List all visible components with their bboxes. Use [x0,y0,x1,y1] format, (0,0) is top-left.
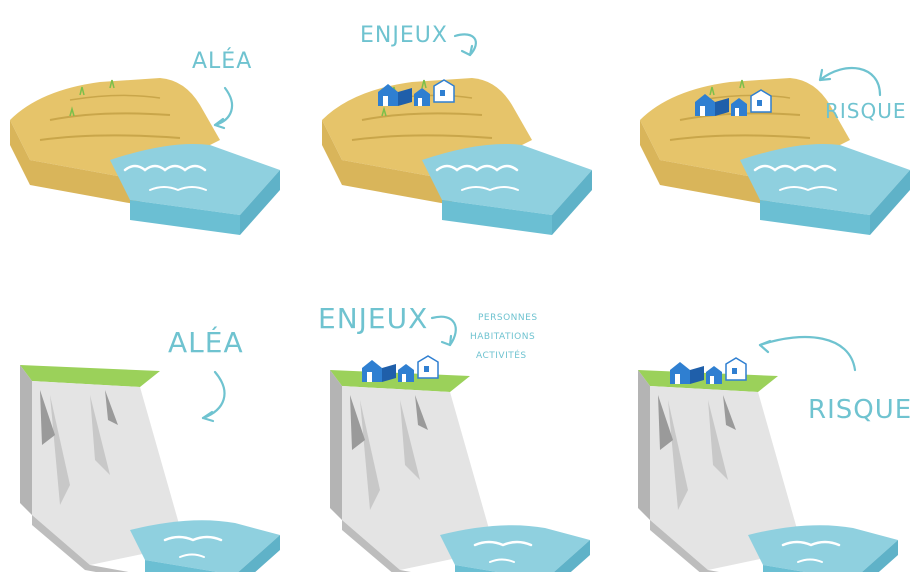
top-panel-1-label: ALÉA [192,48,252,74]
bottom-panel-2-items: PERSONNES HABITATIONS ACTIVITÉS [470,313,538,361]
bottom-panel-2-item: HABITATIONS [470,332,535,342]
bottom-panel-2-arrow-icon [432,317,456,345]
bottom-panel-2-arrowhead-icon [442,336,451,345]
top-panel-3: RISQUE [640,68,910,235]
top-panel-3-label: RISQUE [825,99,907,123]
bottom-panel-1-label: ALÉA [168,325,244,359]
bottom-panel-3: RISQUE [638,337,912,572]
top-panel-2: ENJEUX [322,23,592,235]
bottom-panel-3-arrow-icon [760,337,855,370]
bottom-panel-2: ENJEUX PERSONNES HABITATIONS ACTIVITÉS [318,302,590,572]
bottom-panel-1-arrow-icon [203,372,224,418]
bottom-panel-2-item: ACTIVITÉS [476,349,527,361]
bottom-panel-2-houses-icon [362,356,438,382]
bottom-panel-1: ALÉA [20,325,280,572]
top-panel-1: ALÉA [10,48,280,235]
top-panel-3-arrow-icon [820,68,880,95]
bottom-panel-2-label: ENJEUX [318,302,428,335]
top-panel-2-label: ENJEUX [360,23,448,48]
bottom-panel-3-houses-icon [670,358,746,384]
bottom-panel-3-label: RISQUE [808,395,912,425]
bottom-panel-2-item: PERSONNES [478,313,538,323]
bottom-panel-3-arrowhead-icon [760,341,770,352]
top-panel-2-arrowhead-icon [462,46,472,55]
